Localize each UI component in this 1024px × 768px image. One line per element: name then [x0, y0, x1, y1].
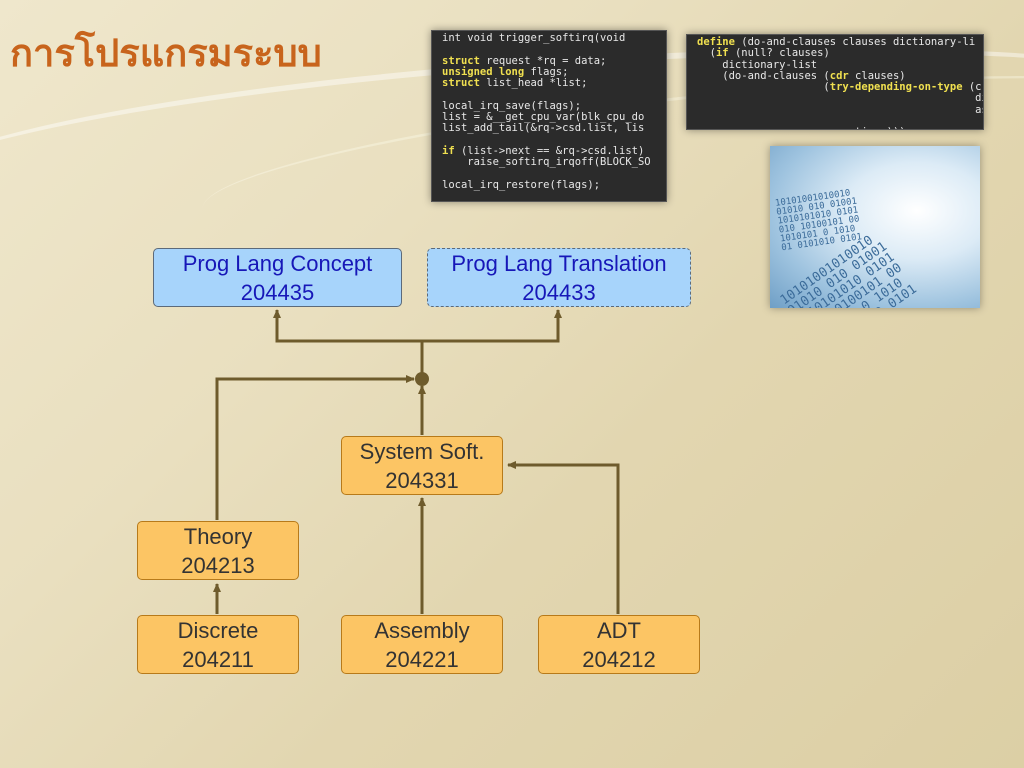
code-line: list_add_tail(&rq->csd.list, lis — [442, 122, 645, 135]
node-system-soft-code: 204331 — [385, 468, 459, 493]
node-discrete-code: 204211 — [182, 647, 254, 672]
node-assembly: Assembly 204221 — [341, 615, 503, 674]
node-system-soft: System Soft. 204331 — [341, 436, 503, 495]
edge-junction-targets — [273, 309, 424, 379]
edge-adt-system-soft — [507, 461, 620, 614]
code-line: if (list->next == &rq->csd.list) — [442, 144, 645, 157]
c-code-image: int void trigger_softirq(void struct req… — [431, 30, 667, 202]
node-adt: ADT 204212 — [538, 615, 700, 674]
node-adt-name: ADT — [597, 618, 641, 643]
node-theory-code: 204213 — [181, 553, 255, 578]
code-line: list = &__get_cpu_var(blk_cpu_do — [442, 111, 645, 124]
code-line: define (do-and-clauses clauses dictionar… — [697, 36, 976, 48]
node-prog-lang-translation-code: 204433 — [522, 280, 596, 305]
node-prog-lang-translation: Prog Lang Translation 204433 — [427, 248, 691, 307]
code-line: assertions))) — [697, 127, 973, 129]
edge-junction-translation — [422, 309, 562, 343]
code-line: (if (null? clauses) — [697, 47, 830, 60]
node-prog-lang-concept-code: 204435 — [240, 280, 315, 305]
code-line: unsigned long flags; — [442, 65, 569, 78]
node-discrete-name: Discrete — [177, 618, 259, 643]
slide-title: การโปรแกรมระบบ — [10, 30, 322, 75]
node-theory-name: Theory — [183, 524, 253, 549]
node-assembly-code: 204221 — [385, 647, 459, 672]
code-line: int void trigger_softirq(void — [442, 32, 626, 44]
code-line: local_irq_save(flags); — [442, 99, 582, 112]
code-line: struct request *rq = data; — [442, 54, 607, 67]
code-line: local_irq_restore(flags); — [442, 178, 601, 191]
code-line: raise_softirq_irqoff(BLOCK_SO — [442, 156, 651, 169]
node-assembly-name: Assembly — [374, 618, 470, 643]
node-system-soft-name: System Soft. — [359, 439, 485, 464]
node-prog-lang-concept: Prog Lang Concept 204435 — [153, 248, 402, 307]
junction-dot — [415, 372, 429, 386]
node-prog-lang-concept-name: Prog Lang Concept — [182, 251, 373, 276]
lisp-code-image: define (do-and-clauses clauses dictionar… — [686, 34, 984, 130]
node-theory: Theory 204213 — [137, 521, 299, 580]
code-line: dictionary-list — [697, 58, 818, 71]
node-discrete: Discrete 204211 — [137, 615, 299, 674]
node-prog-lang-translation-name: Prog Lang Translation — [451, 251, 667, 276]
edge-theory-junction — [215, 375, 415, 520]
code-line: (do-and-clauses (cdr clauses) — [697, 69, 906, 82]
binary-data-photo: 10101001010010 01010 010 01001 101010101… — [770, 146, 980, 308]
node-adt-code: 204212 — [582, 647, 656, 672]
code-line: struct list_head *list; — [442, 77, 588, 90]
